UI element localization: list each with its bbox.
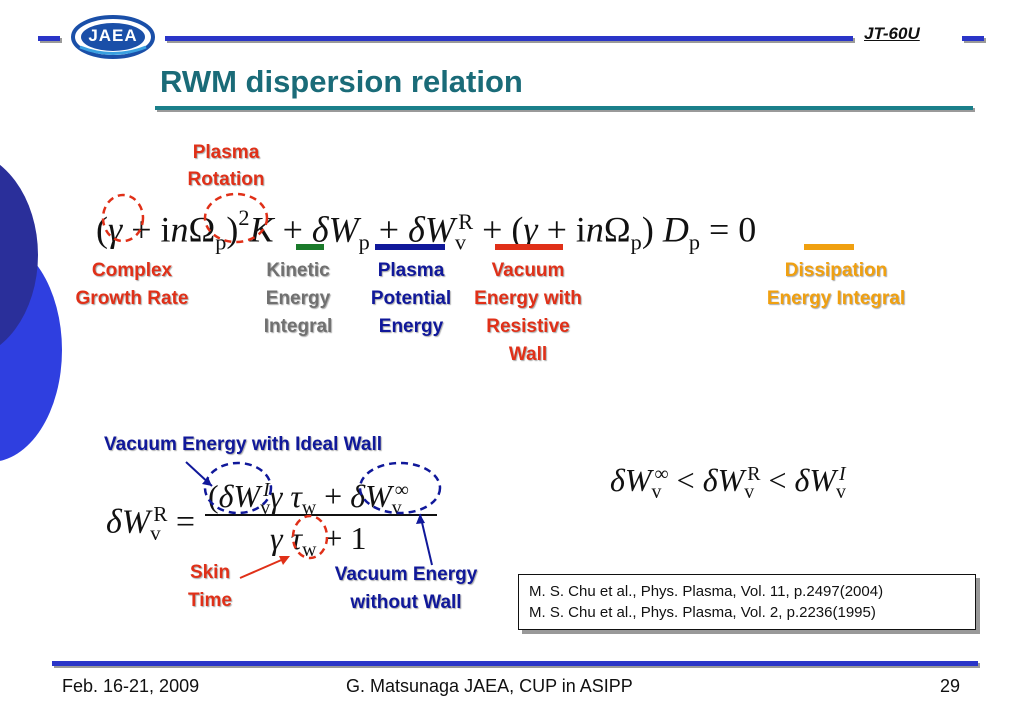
label-vacuum-resistive: Vacuum Energy with Resistive Wall	[474, 260, 582, 365]
footer-bar	[52, 661, 978, 666]
dissipation-underline	[804, 244, 854, 250]
title-underline	[155, 106, 973, 110]
header-bar-left	[38, 36, 60, 41]
label-plasma-potential: Plasma Potential Energy	[370, 260, 452, 337]
device-label: JT-60U	[864, 24, 920, 43]
skin-time-circle-icon	[291, 514, 329, 560]
label-dissipation: Dissipation Energy Integral	[766, 260, 906, 309]
header-bar-main	[165, 36, 853, 41]
vacuum-underline	[495, 244, 563, 250]
label-plasma-rotation: Plasma Rotation	[187, 142, 265, 190]
fraction-denominator: γ τw + 1	[270, 520, 367, 561]
no-wall-circle-icon	[358, 461, 442, 515]
footer-date: Feb. 16-21, 2009	[62, 676, 200, 696]
decorative-circles	[0, 164, 62, 461]
gamma-circle-icon	[101, 193, 145, 243]
label-without-wall: Vacuum Energy without Wall	[334, 564, 478, 613]
energy-inequality: δWv∞ < δWvR < δWvI	[610, 461, 846, 503]
label-skin-time: Skin Time	[187, 562, 232, 611]
skin-time-arrow-icon	[239, 557, 287, 579]
page-number: 29	[940, 676, 961, 696]
label-kinetic-energy: Kinetic Energy Integral	[263, 260, 333, 337]
reference-1: M. S. Chu et al., Phys. Plasma, Vol. 11,…	[529, 583, 884, 600]
footer-author: G. Matsunaga JAEA, CUP in ASIPP	[346, 676, 633, 696]
kinetic-underline	[296, 244, 324, 250]
logo-ellipse-icon	[71, 15, 155, 59]
logo-text: JAEA	[88, 26, 138, 45]
ideal-wall-circle-icon	[203, 461, 273, 515]
jaea-logo: JAEA	[70, 14, 156, 60]
fraction-numerator: (δWvIγ τw + δWv∞	[208, 477, 409, 519]
rotation-circle-icon	[203, 192, 269, 244]
dispersion-equation: (γ + inΩp)2K + δWp + δWvR + (γ + inΩp) D…	[96, 205, 757, 255]
page-title: RWM dispersion relation	[160, 64, 523, 99]
references-box: M. S. Chu et al., Phys. Plasma, Vol. 11,…	[518, 574, 976, 630]
reference-2: M. S. Chu et al., Phys. Plasma, Vol. 2, …	[529, 604, 876, 621]
potential-underline	[375, 244, 445, 250]
resistive-wall-lhs: δWvR =	[106, 502, 196, 545]
label-ideal-wall: Vacuum Energy with Ideal Wall	[104, 434, 383, 455]
header-bar-right	[962, 36, 984, 41]
label-complex-growth-rate: Complex Growth Rate	[75, 260, 189, 309]
fraction-bar	[205, 514, 437, 516]
